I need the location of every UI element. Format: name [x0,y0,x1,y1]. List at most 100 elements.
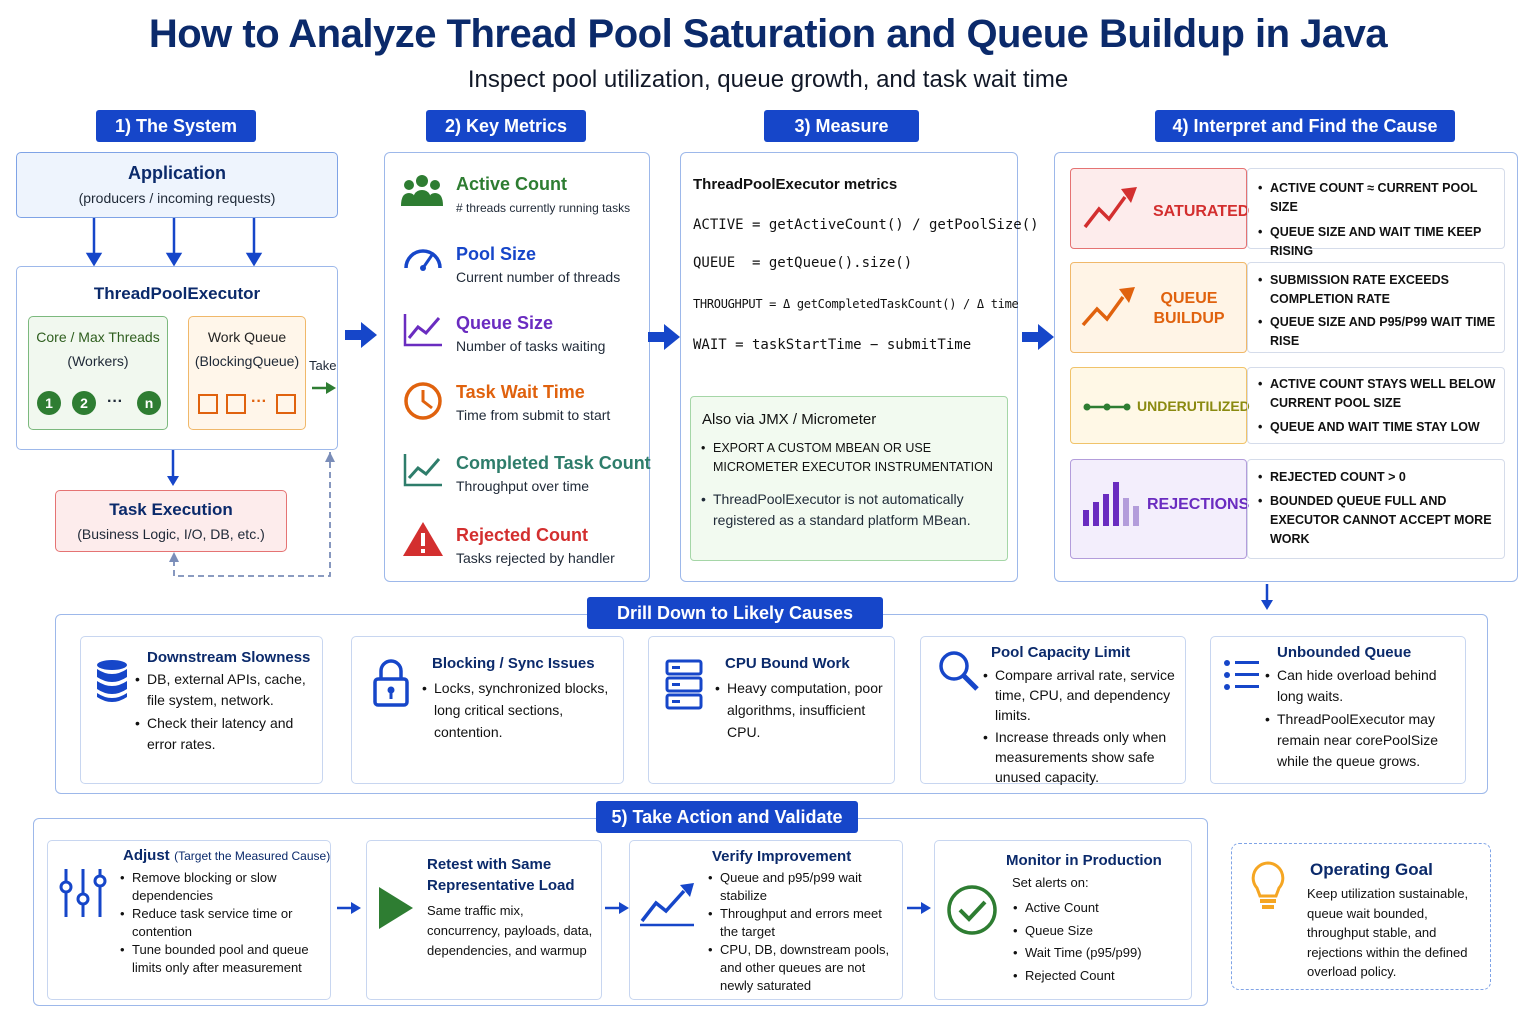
cause-title: CPU Bound Work [725,655,850,672]
metric-desc: Current number of threads [456,269,621,285]
measure-heading: ThreadPoolExecutor metrics [693,176,898,193]
application-box: Application (producers / incoming reques… [16,152,338,218]
cause-item: DB, external APIs, cache, file system, n… [133,669,319,711]
metric-name: Completed Task Count [456,453,651,473]
verify-item: Queue and p95/p99 wait stabilize [706,869,896,905]
executor-title: ThreadPoolExecutor [93,284,261,303]
executor-to-exec-arrow [167,450,179,486]
trend-icon [403,454,442,487]
verify-item: CPU, DB, downstream pools, and other que… [706,941,896,995]
state-detail: REJECTED COUNT > 0 [1256,468,1496,487]
monitor-item: Rejected Count [1011,965,1181,988]
monitor-item: Active Count [1011,897,1181,920]
cause-blocking-sync: Blocking / Sync Issues Locks, synchroniz… [351,636,624,784]
metric-desc: # threads currently running tasks [456,201,631,215]
core-threads-box: Core / Max Threads (Workers) 1 2 ··· n [28,316,168,430]
adjust-item: Tune bounded pool and queue limits only … [118,941,324,977]
state-rejections-details: REJECTED COUNT > 0 BOUNDED QUEUE FULL AN… [1247,459,1505,559]
state-queue-buildup-details: SUBMISSION RATE EXCEEDS COMPLETION RATE … [1247,262,1505,353]
state-detail: QUEUE SIZE AND P95/P99 WAIT TIME RISE [1256,313,1496,351]
retest-title: Retest with Same Representative Load [427,856,575,894]
cause-pool-capacity: Pool Capacity Limit Compare arrival rate… [920,636,1186,785]
app-to-executor-arrows [85,218,263,266]
goal-desc: Keep utilization sustainable, queue wait… [1307,886,1469,979]
measure-line-wait: WAIT = taskStartTime − submitTime [693,337,972,353]
queue-slots-icon [198,394,296,414]
task-execution-box: Task Execution (Business Logic, I/O, DB,… [55,490,287,552]
measure-line-active: ACTIVE = getActiveCount() / getPoolSize(… [693,217,1039,233]
interpret-to-drill-arrow [1261,584,1273,610]
state-underutilized-details: ACTIVE COUNT STAYS WELL BELOW CURRENT PO… [1247,367,1505,444]
state-detail: ACTIVE COUNT ≈ CURRENT POOL SIZE [1256,179,1496,217]
metric-queue-size: Queue Size Number of tasks waiting [456,313,605,354]
page-subtitle: Inspect pool utilization, queue growth, … [467,66,1069,93]
cause-item: Compare arrival rate, service time, CPU,… [981,665,1181,725]
metrics-panel [384,152,650,582]
metric-desc: Number of tasks waiting [456,338,606,354]
task-execution-title: Task Execution [109,500,233,519]
worker-ellipsis: ··· [107,393,123,410]
measure-line-throughput: THROUGHPUT = Δ getCompletedTaskCount() /… [693,297,1019,311]
state-detail: ACTIVE COUNT STAYS WELL BELOW CURRENT PO… [1256,375,1496,413]
jmx-title: Also via JMX / Micrometer [702,411,877,428]
queue-ellipsis: ··· [251,393,267,410]
verify-item: Throughput and errors meet the target [706,905,896,941]
system-to-metrics-arrow [345,322,377,348]
state-detail: QUEUE AND WAIT TIME STAY LOW [1256,418,1496,437]
take-arrow [312,382,336,394]
adjust-item: Reduce task service time or contention [118,905,324,941]
adjust-title: Adjust [123,847,170,864]
section-header-action: 5) Take Action and Validate [596,801,858,833]
section-header-drill: Drill Down to Likely Causes [587,597,883,629]
gauge-icon [404,249,442,271]
feedback-loop-arrow [169,452,335,577]
metric-rejected-count: Rejected Count Tasks rejected by handler [456,525,615,566]
state-label: REJECTIONS [1147,496,1250,513]
retest-desc: Same traffic mix, concurrency, payloads,… [427,903,593,958]
monitor-title: Monitor in Production [1006,852,1162,869]
state-label: QUEUE BUILDUP [1153,290,1225,327]
cause-downstream-slowness: Downstream Slowness DB, external APIs, c… [80,636,323,784]
state-saturated: SATURATED [1070,168,1250,249]
action-monitor: Monitor in Production Set alerts on: Act… [934,840,1192,1000]
clock-icon [404,382,442,420]
action-adjust: Adjust (Target the Measured Cause) Remov… [47,840,331,1000]
state-label: SATURATED [1153,203,1250,220]
take-label: Take [309,358,337,373]
server-icon [665,659,703,710]
cause-item: Heavy computation, poor algorithms, insu… [713,677,883,743]
action-verify: Verify Improvement Queue and p95/p99 wai… [629,840,903,1000]
flat-line-icon [1083,403,1131,411]
action-retest: Retest with Same Representative Load Sam… [366,840,602,1000]
line-chart-icon [403,314,442,347]
work-queue-subtitle: (BlockingQueue) [194,353,300,369]
rising-chart-icon [1083,187,1137,229]
warning-icon [403,522,443,556]
work-queue-title: Work Queue [207,329,287,345]
cause-title: Downstream Slowness [147,649,311,666]
database-icon [97,660,127,702]
rising-chart-icon [1081,287,1135,327]
operating-goal-box: Operating Goal Keep utilization sustaina… [1231,843,1491,990]
goal-title: Operating Goal [1310,860,1433,879]
metric-name: Rejected Count [456,525,589,545]
state-detail: BOUNDED QUEUE FULL AND EXECUTOR CANNOT A… [1256,492,1496,549]
cause-item: Locks, synchronized blocks, long critica… [420,677,616,743]
application-subtitle: (producers / incoming requests) [78,190,276,206]
adjust-heading: Adjust (Target the Measured Cause) [123,847,330,865]
sliders-icon [59,869,107,917]
cause-item: Check their latency and error rates. [133,713,319,755]
verify-to-monitor-arrow [907,902,931,914]
bar-chart-icon [1083,482,1139,526]
adjust-to-retest-arrow [337,902,361,914]
state-detail: SUBMISSION RATE EXCEEDS COMPLETION RATE [1256,271,1496,309]
retest-to-verify-arrow [605,902,629,914]
verify-title: Verify Improvement [712,848,852,865]
metric-pool-size: Pool Size Current number of threads [456,244,620,285]
section-header-interpret: 4) Interpret and Find the Cause [1155,110,1455,142]
core-threads-subtitle: (Workers) [67,353,129,369]
section-header-metrics: 2) Key Metrics [426,110,586,142]
metric-desc: Tasks rejected by handler [456,550,615,566]
metric-task-wait-time: Task Wait Time Time from submit to start [456,382,610,423]
list-icon [1224,660,1259,690]
